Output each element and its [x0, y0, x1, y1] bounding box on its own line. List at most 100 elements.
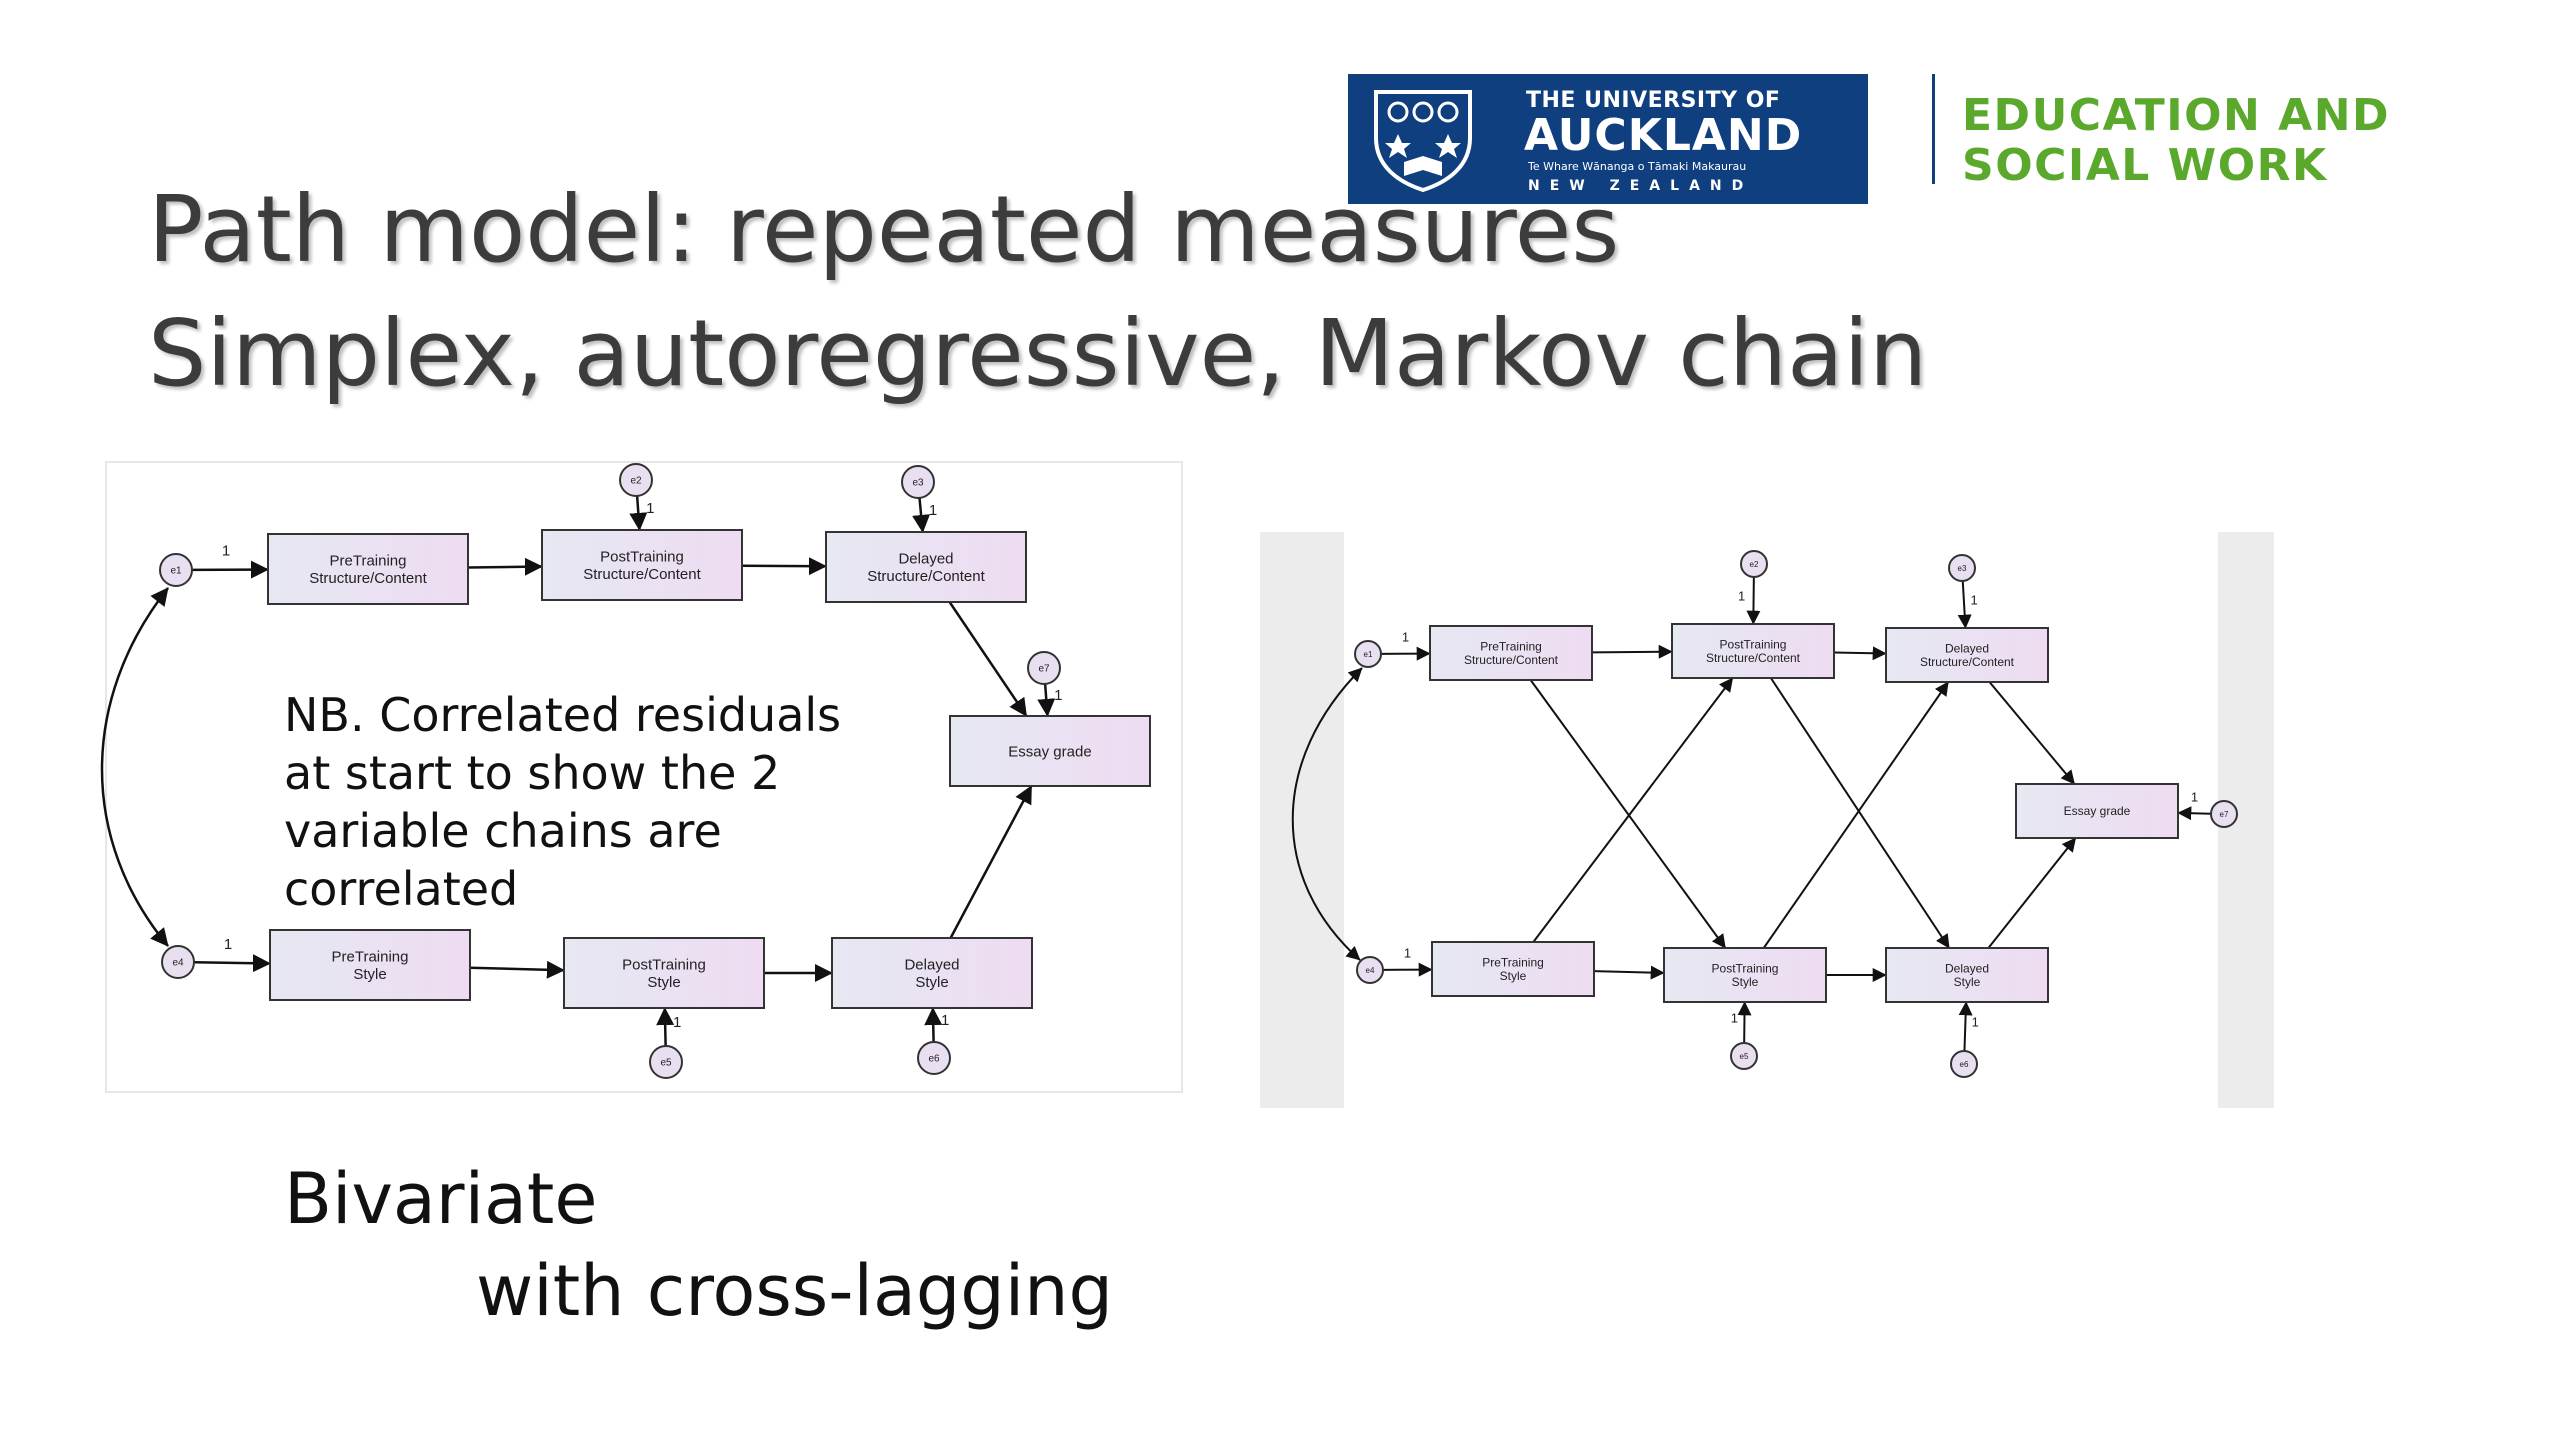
variable-node-label: PreTraining — [332, 949, 409, 966]
path-weight-label: 1 — [1402, 630, 1409, 645]
error-term-e3: e3 — [901, 465, 935, 499]
path-arrow — [1957, 580, 1972, 629]
path-weight-label: 1 — [1972, 1015, 1979, 1030]
variable-node-label: PostTraining — [1712, 961, 1779, 975]
path-arrow — [948, 601, 1028, 717]
variable-node-label: Structure/Content — [1706, 651, 1801, 665]
variable-node-label: Structure/Content — [309, 570, 427, 587]
variable-node-label: Essay grade — [2064, 804, 2131, 818]
path-weight-label: 1 — [1054, 687, 1062, 704]
error-term-e6: e6 — [917, 1041, 951, 1075]
error-term-e4: e4 — [161, 945, 195, 979]
error-term-e2: e2 — [619, 463, 653, 497]
path-arrow — [1037, 683, 1056, 717]
path-arrow — [912, 497, 931, 533]
variable-node-label: PreTraining — [1482, 955, 1544, 969]
variable-node-label: Delayed — [1945, 961, 1989, 975]
path-weight-label: 1 — [222, 543, 230, 560]
path-arrow — [193, 954, 271, 973]
logo-line-4: NEW ZEALAND — [1528, 178, 1754, 194]
university-logo: THE UNIVERSITY OF AUCKLAND Te Whare Wāna… — [1348, 74, 1868, 204]
error-term-label: e1 — [1364, 650, 1373, 659]
error-term-e5: e5 — [1730, 1042, 1758, 1070]
path-arrow — [1591, 644, 1673, 659]
path-arrow — [741, 557, 827, 576]
path-arrow — [1737, 1001, 1752, 1044]
logo-line-2: AUCKLAND — [1524, 110, 1803, 161]
variable-node-label: Structure/Content — [583, 566, 701, 583]
path-weight-label: 1 — [224, 936, 232, 953]
variable-node-label: Style — [1732, 975, 1759, 989]
path-arrow — [467, 557, 543, 576]
crest-icon — [1374, 90, 1472, 192]
path-arrow — [1769, 677, 1951, 949]
path-arrow — [1958, 1001, 1973, 1052]
variable-node-label: PostTraining — [622, 957, 706, 974]
variable-node-label: Style — [1954, 975, 1981, 989]
nb-note-line: at start to show the 2 — [284, 746, 781, 800]
error-term-label: e3 — [1958, 564, 1967, 573]
logo-line-3: Te Whare Wānanga o Tāmaki Makaurau — [1528, 160, 1747, 173]
path-arrow — [1593, 965, 1665, 980]
nb-note-line: correlated — [284, 862, 519, 916]
logo-line-1: THE UNIVERSITY OF — [1526, 88, 1781, 113]
error-term-e3: e3 — [1948, 554, 1976, 582]
path-weight-label: 1 — [1404, 946, 1411, 961]
path-arrow — [1833, 646, 1887, 661]
variable-node-label: Style — [1500, 969, 1527, 983]
path-arrow — [1532, 677, 1734, 943]
error-term-e5: e5 — [649, 1045, 683, 1079]
variable-node-label: Delayed — [1945, 641, 1989, 655]
nb-note: NB. Correlated residuals at start to sho… — [284, 686, 841, 918]
error-term-label: e3 — [912, 478, 924, 489]
variable-node-label: Delayed — [898, 551, 953, 568]
error-term-e1: e1 — [159, 553, 193, 587]
variable-node-label: Delayed — [904, 957, 959, 974]
error-term-label: e2 — [1750, 560, 1759, 569]
variable-node-label: Style — [647, 974, 680, 991]
right-panel-left-band — [1260, 532, 1344, 1108]
error-term-label: e5 — [1740, 1052, 1749, 1061]
variable-node-label: PreTraining — [330, 553, 407, 570]
path-arrow — [629, 495, 648, 531]
error-term-label: e6 — [928, 1054, 940, 1065]
error-term-label: e4 — [1366, 966, 1375, 975]
path-arrow — [949, 785, 1033, 939]
variable-node-label: Style — [915, 974, 948, 991]
residual-correlation-arrow — [1291, 667, 1363, 961]
error-term-label: e6 — [1960, 1060, 1969, 1069]
nb-note-line: variable chains are — [284, 804, 722, 858]
error-term-label: e1 — [170, 566, 182, 577]
path-weight-label: 1 — [646, 500, 654, 517]
path-weight-label: 1 — [929, 502, 937, 519]
slide-title-line-2: Simplex, autoregressive, Markov chain — [148, 300, 1928, 407]
path-weight-label: 1 — [1731, 1011, 1738, 1026]
error-term-e1: e1 — [1354, 640, 1382, 668]
bottom-label-line-2: with cross-lagging — [476, 1250, 1113, 1332]
error-term-label: e7 — [1038, 664, 1050, 675]
path-weight-label: 1 — [1738, 588, 1745, 603]
error-term-e2: e2 — [1740, 550, 1768, 578]
variable-node-label: Structure/Content — [1920, 655, 2015, 669]
variable-node-label: PostTraining — [1720, 637, 1787, 651]
error-term-label: e2 — [630, 476, 642, 487]
variable-node-label: PostTraining — [600, 549, 684, 566]
variable-node-label: Structure/Content — [867, 568, 985, 585]
path-arrow — [469, 960, 565, 979]
path-arrow — [1988, 681, 2076, 785]
path-arrow — [924, 1007, 943, 1043]
bottom-label-line-1: Bivariate — [284, 1158, 598, 1240]
error-term-e6: e6 — [1950, 1050, 1978, 1078]
